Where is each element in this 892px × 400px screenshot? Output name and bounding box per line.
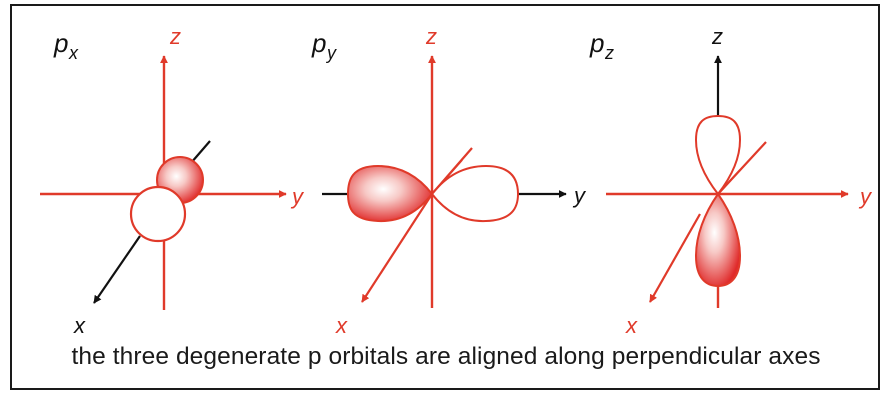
x-axis-through-lobe [717, 169, 741, 195]
panel-px: p x z y x [40, 24, 305, 338]
py-negative-lobe [346, 164, 434, 223]
pz-positive-lobe [694, 114, 742, 196]
y-axis-label: y [572, 183, 587, 208]
panel-pz: p z z y x [589, 24, 873, 338]
x-axis [361, 193, 433, 303]
z-axis-label: z [425, 24, 437, 49]
x-axis [93, 235, 141, 304]
y-axis-label: y [290, 184, 305, 209]
panel-title: p [53, 28, 68, 58]
py-positive-lobe [430, 164, 520, 223]
x-axis [649, 213, 701, 303]
x-axis-label: x [73, 313, 86, 338]
z-axis-label: z [169, 24, 181, 49]
panel-py: p y z y x [311, 24, 587, 338]
px-front-lobe [129, 185, 187, 243]
panel-title: p [311, 28, 326, 58]
z-axis-label: z [711, 24, 723, 49]
figure-caption: the three degenerate p orbitals are alig… [71, 343, 821, 370]
panel-subscript: x [68, 43, 79, 63]
panel-title: p [589, 28, 604, 58]
pz-negative-lobe [694, 192, 742, 288]
panel-subscript: y [325, 43, 337, 63]
panel-subscript: z [604, 43, 614, 63]
x-axis-label: x [335, 313, 348, 338]
x-axis-label: x [625, 313, 638, 338]
x-axis-through-lobe [431, 159, 463, 195]
y-axis-label: y [858, 184, 873, 209]
